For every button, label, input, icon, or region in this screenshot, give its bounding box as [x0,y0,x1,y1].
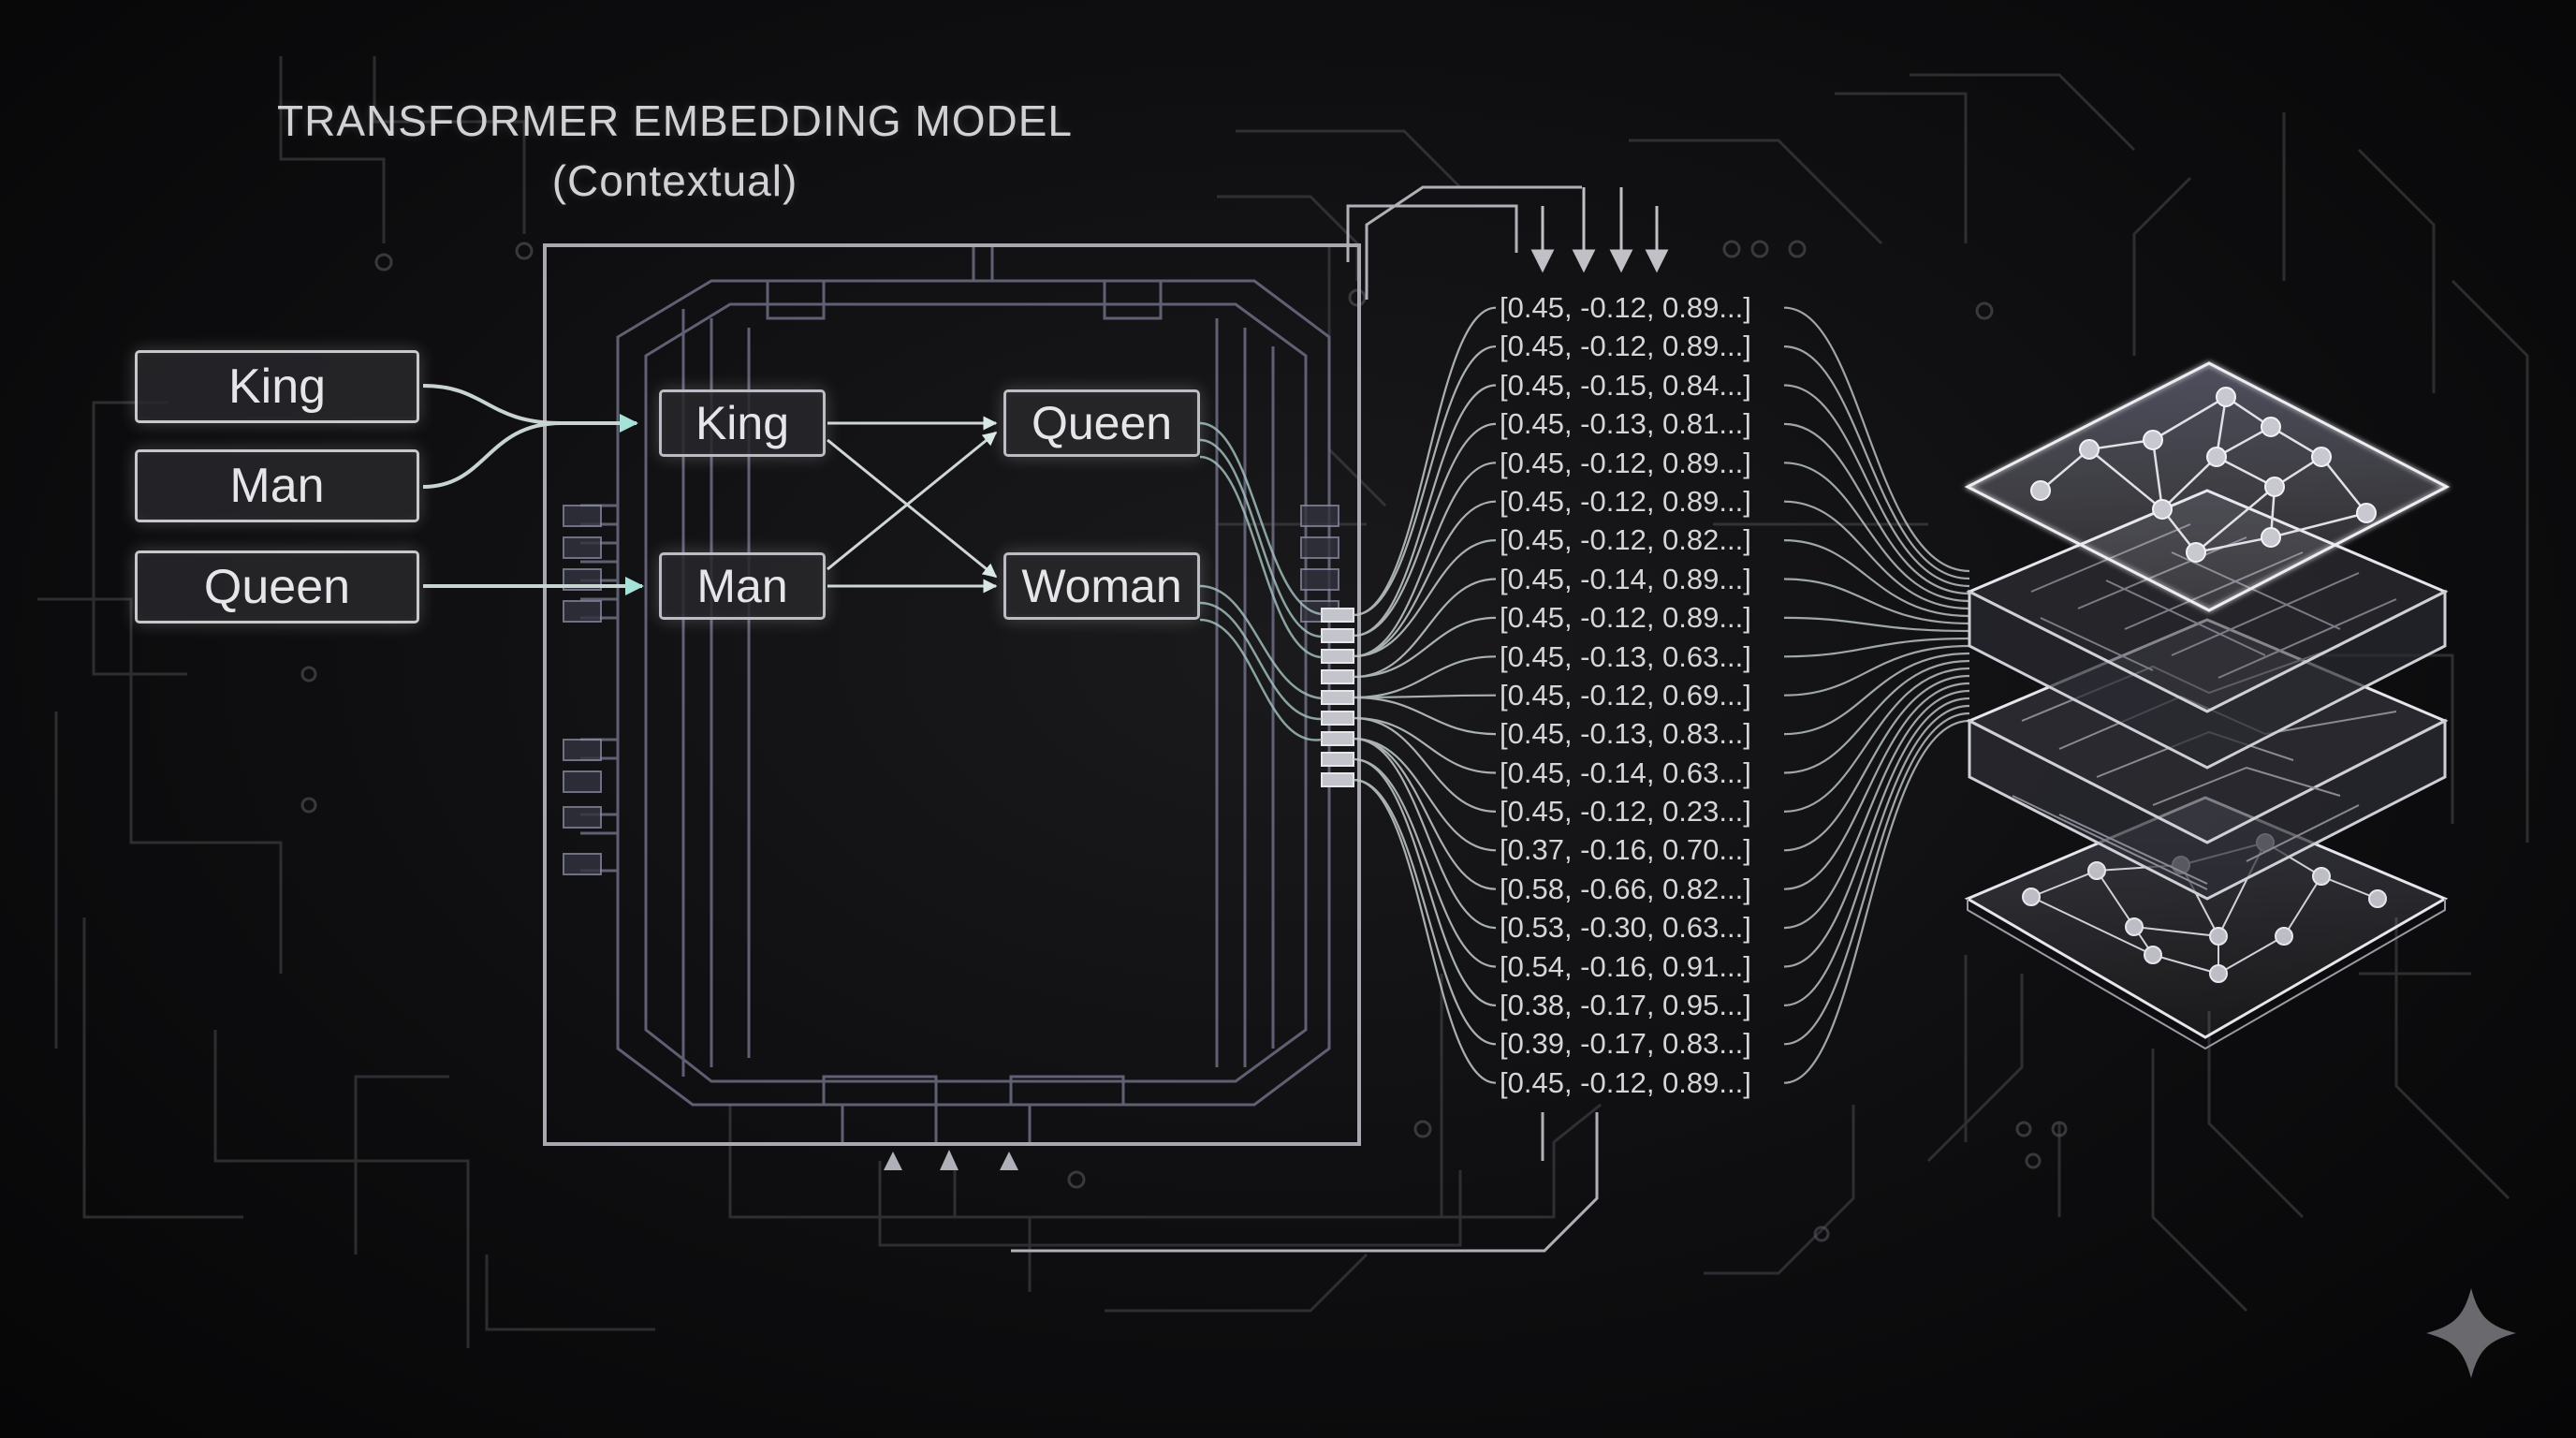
embedding-vector-row: [0.45, -0.13, 0.81...] [1500,407,1751,441]
input-token-man: Man [135,449,419,522]
vector-fan-in-curve [1353,696,1497,736]
transformer-model-box [543,185,1669,1253]
vector-fan-in-curve [1353,737,1497,852]
vector-fan-in-curve [1353,500,1497,658]
vector-fan-in-curve [1353,716,1497,774]
embedding-vector-row: [0.45, -0.13, 0.63...] [1500,639,1751,673]
vector-fan-out-curve [1783,719,1970,1084]
vector-fan-in-curve [1353,655,1497,699]
embedding-vector-row: [0.45, -0.12, 0.89...] [1500,330,1751,363]
embedding-vector-row: [0.45, -0.14, 0.89...] [1500,562,1751,595]
vector-fan-in-curve [1353,539,1497,658]
embedding-vector-row: [0.39, -0.17, 0.83...] [1500,1027,1751,1061]
vector-fan-out-curve [1783,306,1970,573]
embedding-vector-row: [0.45, -0.12, 0.82...] [1500,523,1751,557]
vector-fan-out-curve [1783,704,1970,1006]
vector-fan-out-curve [1783,644,1970,697]
embedding-vector-row: [0.45, -0.12, 0.89...] [1500,446,1751,479]
vector-fan-in-curve [1353,778,1497,1084]
vector-fan-out-curve [1783,539,1970,618]
vector-fan-out-curve [1783,462,1970,603]
embedding-vector-row: [0.38, -0.17, 0.95...] [1500,989,1751,1022]
vector-fan-in-curve [1353,422,1497,638]
sparkle-icon [2426,1288,2516,1378]
model-token-woman: Woman [1003,552,1200,620]
vector-fan-out-curve [1783,682,1970,890]
embedding-vector-row: [0.45, -0.12, 0.89...] [1500,484,1751,518]
embedding-vector-row: [0.45, -0.12, 0.23...] [1500,795,1751,829]
vector-fan-in-curve [1353,616,1497,679]
diagram-subtitle: (Contextual) [551,156,798,205]
vector-fan-in-curve [1353,737,1497,930]
vector-fan-out-curve [1783,384,1970,588]
input-token-queen: Queen [135,550,419,624]
model-token-man: Man [659,552,826,620]
layer-stack-icon [1964,361,2451,1050]
model-token-queen: Queen [1003,389,1200,457]
vector-fan-out-curve [1783,659,1970,774]
vector-fan-in-curve [1353,306,1497,617]
vector-fan-in-curve [1353,757,1497,1006]
embedding-vector-list: [0.45, -0.12, 0.89...] [0.45, -0.12, 0.89… [1500,288,1751,1102]
vector-fan-out-curve [1783,578,1970,625]
embedding-vector-row: [0.45, -0.13, 0.83...] [1500,717,1751,751]
attention-arrows [827,416,998,594]
embedding-vector-row: [0.37, -0.16, 0.70...] [1500,833,1751,867]
embedding-vector-row: [0.54, -0.16, 0.91...] [1500,949,1751,983]
vector-fan-in-curve [1353,578,1497,679]
embedding-vector-row: [0.58, -0.66, 0.82...] [1500,872,1751,905]
vector-fan-out-curve [1783,616,1970,633]
vector-fan-out-curve [1783,652,1970,736]
embedding-vector-row: [0.45, -0.12, 0.89...] [1500,1065,1751,1099]
vector-fan-in [1353,306,1497,1084]
input-token-king: King [135,350,419,423]
embedding-vector-row: [0.45, -0.14, 0.63...] [1500,756,1751,789]
embedding-vector-row: [0.45, -0.15, 0.84...] [1500,368,1751,402]
input-connectors [422,384,644,595]
vector-fan-in-curve [1353,345,1497,617]
vector-fan-out-curve [1783,345,1970,580]
vector-fan-in-curve [1353,462,1497,658]
vector-fan-out-curve [1783,422,1970,595]
vector-fan-out-curve [1783,500,1970,610]
vector-fan-in-curve [1353,716,1497,813]
vector-fan-in-curve [1353,694,1497,699]
vector-fan-in-curve [1353,778,1497,1046]
vector-fan-out-curve [1783,674,1970,852]
vector-fan-out [1783,306,1970,1084]
model-output-traces [1199,421,1323,741]
embedding-vector-row: [0.45, -0.12, 0.69...] [1500,678,1751,712]
vector-fan-in-curve [1353,737,1497,890]
vector-fan-out-curve [1783,667,1970,813]
embedding-vector-row: [0.53, -0.30, 0.63...] [1500,911,1751,945]
vector-fan-out-curve [1783,712,1970,1046]
vector-fan-in-curve [1353,384,1497,638]
embedding-vector-row: [0.45, -0.12, 0.89...] [1500,601,1751,635]
vector-fan-out-curve [1783,637,1970,658]
vector-fan-in-curve [1353,757,1497,968]
diagram-title: TRANSFORMER EMBEDDING MODEL [277,96,1073,145]
stack-layer-top [1964,361,2451,612]
vector-fan-out-curve [1783,689,1970,930]
embedding-vector-row: [0.45, -0.12, 0.89...] [1500,291,1751,324]
model-token-king: King [659,389,826,457]
vector-fan-out-curve [1783,697,1970,968]
